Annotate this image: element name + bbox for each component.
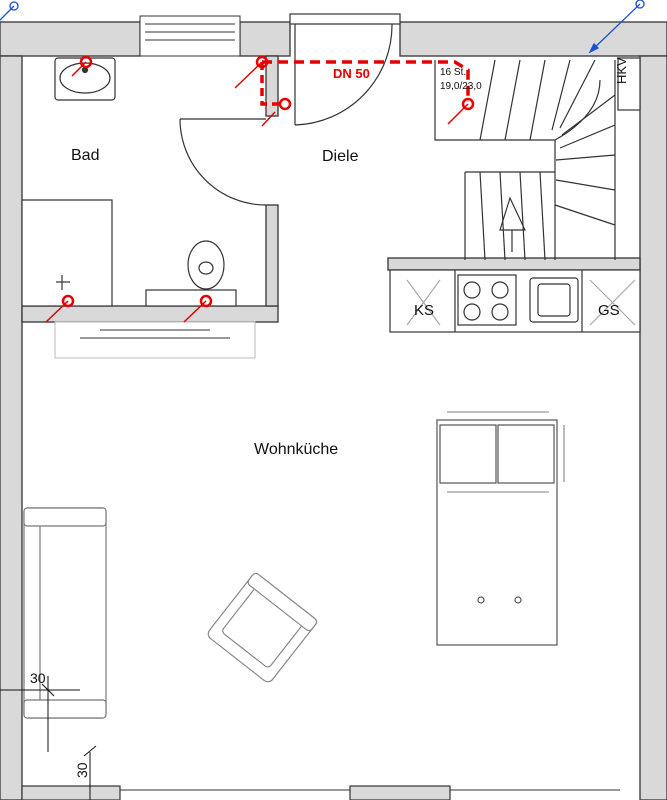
right-wall xyxy=(639,55,667,800)
window-top xyxy=(139,15,241,57)
top-wall-right xyxy=(399,21,667,57)
top-wall-mid xyxy=(239,21,291,57)
room-label-hall: Diele xyxy=(322,148,359,165)
sofa xyxy=(23,507,107,719)
shower-tray xyxy=(21,199,113,307)
drain-pipe xyxy=(45,55,555,323)
kitchen-island xyxy=(436,411,565,646)
bath-window xyxy=(54,321,256,359)
heating-label: HKV xyxy=(614,57,629,84)
left-wall xyxy=(0,55,23,800)
toilet xyxy=(145,240,237,307)
dimension-lines xyxy=(0,676,97,800)
blue-arrows xyxy=(0,0,645,54)
stairs-steps-label: 16 St. xyxy=(440,67,467,78)
entrance-door xyxy=(289,13,401,126)
staircase xyxy=(434,57,641,261)
fridge-label: KS xyxy=(414,302,435,319)
armchair xyxy=(207,572,318,683)
counter-back-wall xyxy=(387,257,641,271)
bottom-wall xyxy=(21,785,451,800)
dimension-horizontal: 30 xyxy=(30,670,46,686)
kitchen-counter xyxy=(389,269,641,333)
stairs-ratio-label: 19,0/23,0 xyxy=(440,81,482,92)
walls xyxy=(0,21,667,800)
bath-right-wall xyxy=(265,204,279,307)
top-wall-left xyxy=(0,21,141,57)
room-label-bath: Bad xyxy=(71,147,100,164)
dimension-vertical: 30 xyxy=(74,762,90,778)
washbasin xyxy=(54,57,116,101)
bath-door xyxy=(179,118,267,206)
bath-right-wall-top xyxy=(265,55,279,117)
dishwasher-label: GS xyxy=(598,302,620,319)
pipe-label: DN 50 xyxy=(333,66,370,81)
room-label-kitchen-living: Wohnküche xyxy=(254,441,339,458)
